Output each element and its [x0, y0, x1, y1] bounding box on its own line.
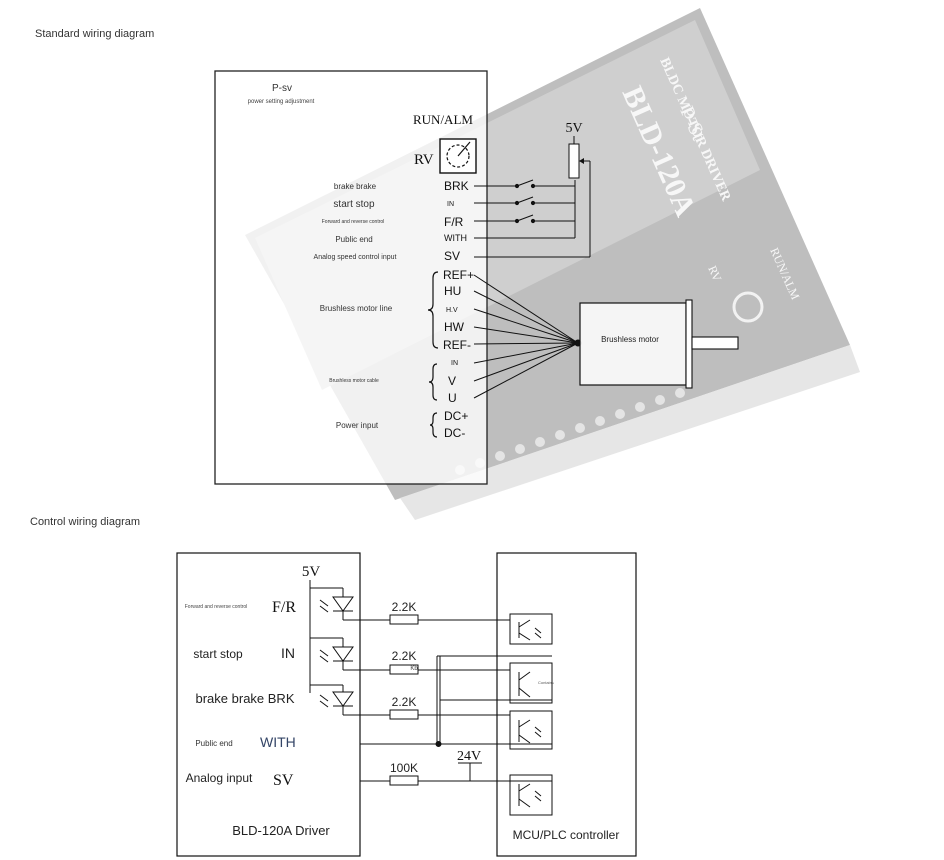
psv-sub-label: power setting adjustment — [248, 99, 315, 105]
control-fr-desc: Forward and reverse control — [185, 604, 248, 610]
terminal-hv: H.V — [446, 307, 458, 314]
label-motor-cable: Brushless motor cable — [329, 378, 379, 384]
control-controller-label: MCU/PLC controller — [513, 828, 620, 842]
label-fr-desc: Forward and reverse control — [322, 219, 385, 225]
control-in-terminal: IN — [281, 645, 295, 661]
control-fr-terminal: F/R — [272, 599, 296, 616]
resistor-label-1: 2.2K — [392, 600, 417, 614]
pot-5v-label: 5V — [565, 121, 582, 136]
terminal-brk: BRK — [444, 179, 469, 193]
resistor-label-4: 100K — [390, 761, 418, 775]
label-motor-line: Brushless motor line — [320, 304, 393, 313]
rv-label: RV — [414, 152, 434, 168]
driver-box — [176, 552, 361, 857]
terminal-ref-minus: REF- — [443, 338, 471, 352]
label-brake: brake brake — [334, 182, 377, 191]
label-power-input: Power input — [336, 421, 379, 430]
photo-knob — [732, 291, 764, 323]
resistor-sub-label-2: Kb — [410, 666, 418, 672]
terminal-hu: HU — [444, 284, 461, 298]
terminal-in-2: IN — [451, 360, 458, 367]
controller-opto-1 — [509, 613, 553, 645]
controller-opto-small-label: Contains — [538, 680, 554, 685]
terminal-hw: HW — [444, 320, 465, 334]
terminal-sv: SV — [444, 249, 460, 263]
control-wiring-diagram: 5V — [176, 552, 637, 857]
opto-led-fr — [319, 596, 390, 621]
controller-box — [496, 552, 637, 857]
terminal-fr: F/R — [444, 215, 464, 229]
control-brake: brake brake BRK — [196, 691, 295, 706]
control-start-stop: start stop — [193, 647, 243, 661]
run-alm-label: RUN/ALM — [413, 112, 473, 127]
function-labels: brake brake start stop Forward and rever… — [314, 182, 397, 430]
controller-opto-3 — [509, 710, 553, 750]
control-driver-label: BLD-120A Driver — [232, 823, 330, 838]
psv-label: P-sv — [272, 83, 292, 94]
terminal-v: V — [448, 374, 456, 388]
terminal-ref-plus: REF+ — [443, 268, 474, 282]
label-analog: Analog speed control input — [314, 254, 397, 261]
grouping-braces — [427, 271, 439, 438]
opto-led-in — [319, 646, 390, 671]
controller-opto-4 — [509, 774, 553, 816]
label-start-stop: start stop — [333, 199, 375, 210]
terminal-u: U — [448, 391, 457, 405]
standard-diagram-title: Standard wiring diagram — [35, 28, 154, 40]
control-analog: Analog input — [186, 771, 253, 785]
photo-rv: RV — [705, 264, 724, 284]
supply-24v-label: 24V — [457, 749, 481, 764]
terminal-dc-plus: DC+ — [444, 409, 468, 423]
label-public-end: Public end — [335, 235, 372, 244]
resistor-label-3: 2.2K — [392, 695, 417, 709]
brushless-motor: Brushless motor — [579, 299, 739, 389]
terminal-with: WITH — [444, 233, 467, 243]
standard-wiring-diagram: P-sv power setting adjustment RUN/ALM RV… — [214, 70, 739, 485]
terminal-in-1: IN — [447, 201, 454, 208]
rv-dial-icon — [439, 138, 477, 174]
signal-wires — [360, 619, 552, 782]
control-sv-terminal: SV — [273, 772, 294, 789]
control-5v-label: 5V — [302, 564, 321, 580]
control-public-end: Public end — [195, 739, 232, 748]
control-with-terminal: WITH — [260, 734, 296, 750]
terminal-labels: BRK IN F/R WITH SV REF+ HU H.V HW REF- I… — [443, 179, 474, 440]
resistor-label-2: 2.2K — [392, 649, 417, 663]
terminal-dc-minus: DC- — [444, 426, 465, 440]
five-volt-rail — [309, 580, 344, 693]
opto-led-brk — [319, 691, 390, 716]
control-diagram-title: Control wiring diagram — [30, 516, 140, 528]
switch-wiring — [474, 136, 591, 258]
motor-label: Brushless motor — [601, 335, 659, 344]
controller-opto-2 — [509, 662, 553, 704]
